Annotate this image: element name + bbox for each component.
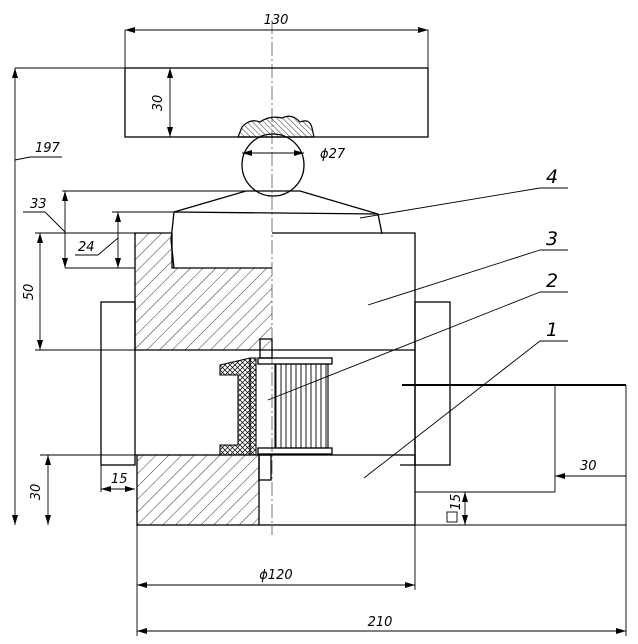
part-1-base — [136, 454, 416, 526]
part-2-sensor-core — [274, 363, 329, 449]
part-3-housing-hatched — [135, 233, 172, 268]
dim-197: 197 — [35, 141, 61, 156]
dim-30-left: 30 — [29, 484, 44, 501]
dim-ball-diameter: ϕ27 — [320, 147, 346, 162]
part-4-cap — [170, 190, 383, 269]
dim-right-15: 15 — [449, 494, 464, 511]
top-plate-seat — [237, 115, 315, 138]
callout-4: 4 — [546, 166, 558, 188]
part-2-sensor-winding — [219, 357, 257, 456]
dim-top-width: 130 — [264, 13, 289, 28]
dim-33: 33 — [30, 197, 47, 212]
left-flange — [100, 301, 136, 466]
right-flange — [414, 301, 451, 466]
callout-1: 1 — [546, 319, 558, 341]
dim-top-height: 30 — [151, 95, 166, 112]
part-1-base-hatched — [137, 455, 259, 525]
part-3-housing — [134, 232, 272, 350]
dim-50: 50 — [22, 284, 37, 301]
callout-2: 2 — [546, 270, 558, 292]
dim-base-diameter: ϕ120 — [259, 568, 292, 583]
ball — [241, 133, 305, 197]
callout-3: 3 — [546, 228, 558, 250]
dim-15-left: 15 — [111, 472, 128, 487]
dim-right-30: 30 — [580, 459, 597, 474]
dim-24: 24 — [78, 240, 95, 255]
dim-overall-width: 210 — [368, 615, 393, 630]
